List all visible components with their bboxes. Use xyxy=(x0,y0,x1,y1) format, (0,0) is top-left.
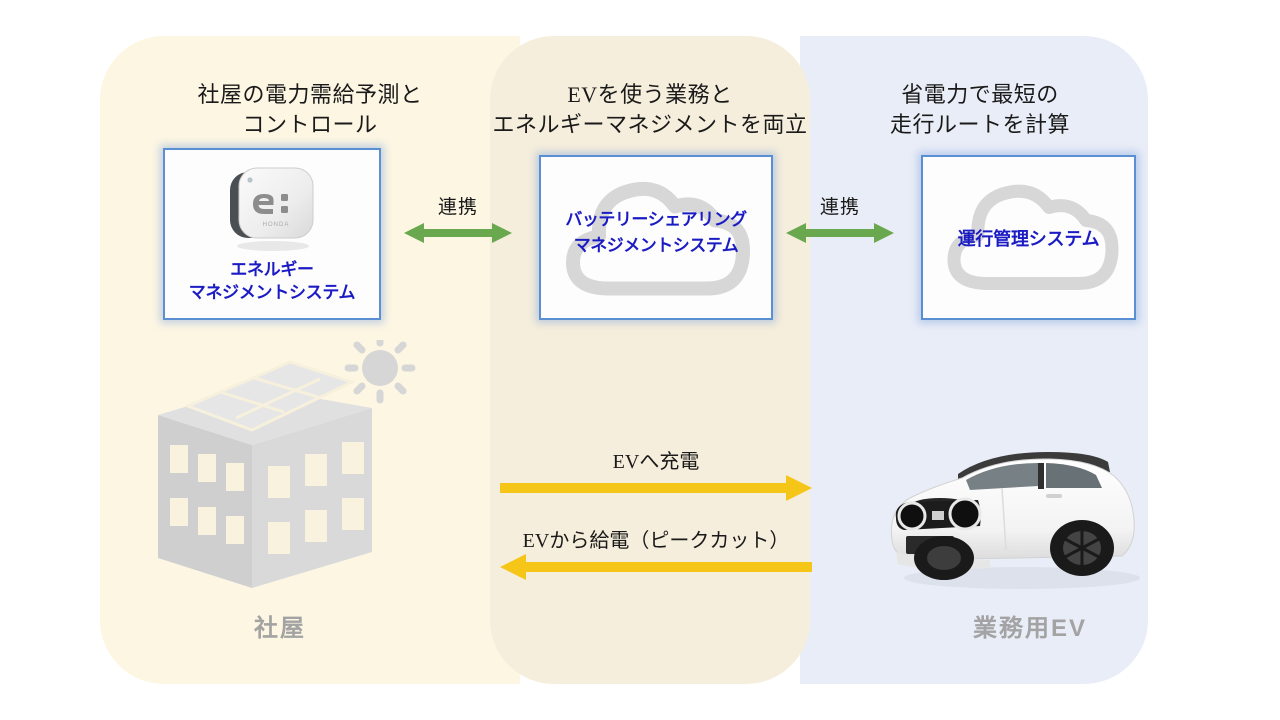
fleet-zone-title: 省電力で最短の 走行ルートを計算 xyxy=(889,82,1070,137)
cloud-icon xyxy=(551,160,761,315)
fleet-management-system-label: 運行管理システム xyxy=(957,229,1100,249)
svg-text:HONDA: HONDA xyxy=(263,222,290,228)
link-arrow-left xyxy=(404,220,512,246)
discharge-arrow-label: EVから給電（ピークカット） xyxy=(522,530,790,552)
charge-arrow-label: EVへ充電 xyxy=(612,451,700,473)
energy-management-system-label: エネルギー マネジメントシステム xyxy=(188,260,356,302)
office-building-zone xyxy=(100,36,520,684)
energy-management-system-card[interactable]: HONDA エネルギー マネジメントシステム xyxy=(163,148,381,320)
link-arrow-right-label: 連携 xyxy=(819,197,860,218)
battery-sharing-management-system-card[interactable]: バッテリーシェアリング マネジメントシステム xyxy=(539,155,773,320)
sun-icon xyxy=(344,332,416,404)
cloud-icon xyxy=(934,165,1124,310)
link-arrow-left-label: 連携 xyxy=(437,197,478,218)
office-zone-title: 社屋の電力需給予測と コントロール xyxy=(197,82,423,137)
charge-arrow xyxy=(500,473,812,503)
fleet-zone-caption: 業務用EV xyxy=(972,615,1087,642)
discharge-arrow xyxy=(500,552,812,582)
battery-sharing-zone xyxy=(490,36,810,684)
center-zone-title: EVを使う業務と エネルギーマネジメントを両立 xyxy=(492,82,808,137)
battery-sharing-management-system-label: バッテリーシェアリング マネジメントシステム xyxy=(565,210,747,255)
office-building-with-solar-panels-icon xyxy=(140,332,430,605)
link-arrow-right xyxy=(786,220,894,246)
office-zone-caption: 社屋 xyxy=(254,615,306,642)
fleet-management-system-card[interactable]: 運行管理システム xyxy=(921,155,1136,320)
electric-vehicle-icon xyxy=(870,432,1170,607)
honda-e-device-icon: HONDA xyxy=(217,160,327,252)
